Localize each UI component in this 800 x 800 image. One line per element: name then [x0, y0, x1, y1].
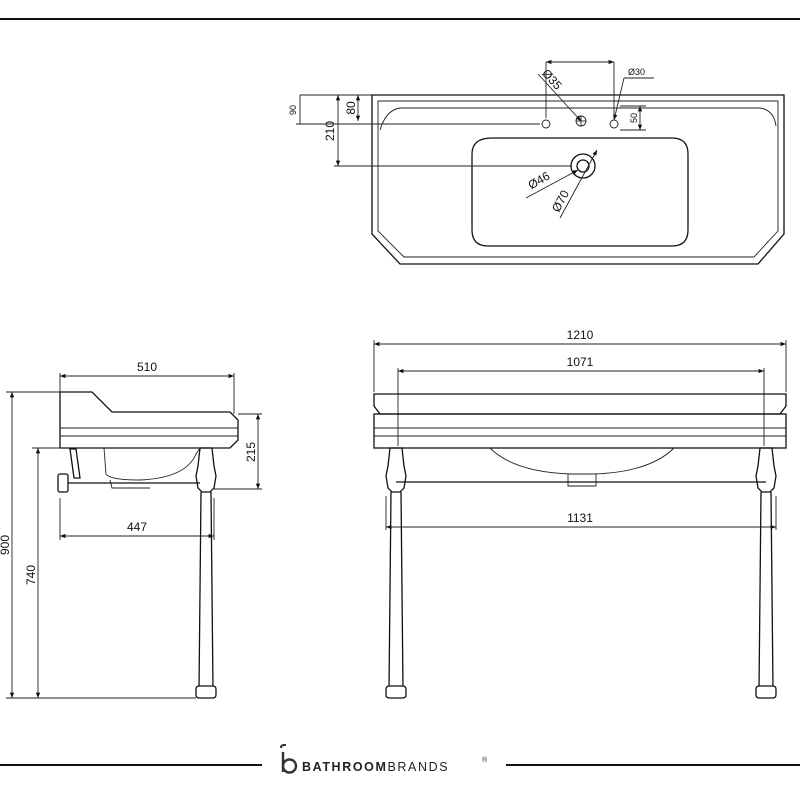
- dim-30-label: Ø30: [628, 67, 645, 77]
- dim-90-label: 90: [288, 105, 298, 115]
- dim-70-label: Ø70: [549, 188, 572, 215]
- side-leg-left-edge: [198, 491, 202, 691]
- dim-30-leader: [613, 77, 625, 121]
- brand-name-bold: BATHROOM: [302, 760, 387, 774]
- dim-740-label: 740: [24, 565, 38, 585]
- front-right-leg-right-edge: [770, 491, 774, 691]
- dim-1131-label: 1131: [567, 511, 593, 525]
- basin-outline-inner: [377, 100, 779, 258]
- wall-bracket: [57, 473, 69, 493]
- dim-80-label: 80: [344, 101, 358, 115]
- basin-side-bowl: [103, 447, 201, 481]
- waste-outlet-outer: [570, 153, 596, 179]
- dim-50-label: 50: [629, 113, 639, 123]
- dim-46-label: Ø46: [526, 169, 553, 193]
- tap-hole-left: [541, 119, 551, 129]
- basin-outline-outer: [371, 94, 785, 265]
- dim-447-label: 447: [127, 520, 147, 534]
- front-right-leg-foot: [755, 685, 777, 699]
- dim-46-leader: [525, 169, 579, 199]
- side-leg-foot: [195, 685, 217, 699]
- registered-mark: ®: [482, 756, 488, 764]
- dim-70-leader: [559, 149, 598, 219]
- dim-35-leader: [537, 73, 582, 122]
- brand-wordmark: BATHROOMBRANDS: [302, 760, 449, 774]
- basin-front-bowl: [489, 447, 675, 475]
- basin-side-waste: [109, 479, 150, 489]
- side-view: 510 215 447 900 740: [0, 360, 262, 699]
- plan-view: 90 80 210 Ø35 Ø30 50 Ø46 Ø70: [288, 59, 785, 265]
- front-left-leg-collar: [385, 447, 407, 493]
- basin-front-body: [373, 413, 787, 449]
- dim-210-label: 210: [323, 121, 337, 141]
- basin-side-profile: [59, 391, 239, 449]
- dim-900-label: 900: [0, 535, 12, 555]
- bathroom-brands-logo-icon: [280, 744, 298, 774]
- side-leg-right-edge: [210, 491, 214, 691]
- rear-support-arm: [69, 448, 81, 479]
- dim-215-label: 215: [244, 442, 258, 462]
- tap-hole-right: [609, 119, 619, 129]
- dim-35-label: Ø35: [539, 66, 565, 92]
- brand-name-light: BRANDS: [387, 760, 449, 774]
- basin-front-waste: [567, 474, 597, 487]
- dim-1071-label: 1071: [567, 355, 594, 369]
- bowl-outline: [471, 137, 689, 247]
- basin-deck-curve: [379, 107, 777, 131]
- front-left-leg-foot: [385, 685, 407, 699]
- basin-front-top: [373, 393, 787, 415]
- front-left-leg-right-edge: [400, 491, 404, 691]
- dim-510-label: 510: [137, 360, 157, 374]
- dim-1210-label: 1210: [567, 328, 594, 342]
- waste-outlet-inner: [576, 159, 590, 173]
- side-leg-collar: [195, 447, 217, 493]
- front-right-leg-collar: [755, 447, 777, 493]
- front-right-leg-left-edge: [758, 491, 762, 691]
- front-view: 1210 1071 1131: [373, 328, 787, 699]
- brand-footer: BATHROOMBRANDS ®: [0, 744, 800, 774]
- front-left-leg-left-edge: [388, 491, 392, 691]
